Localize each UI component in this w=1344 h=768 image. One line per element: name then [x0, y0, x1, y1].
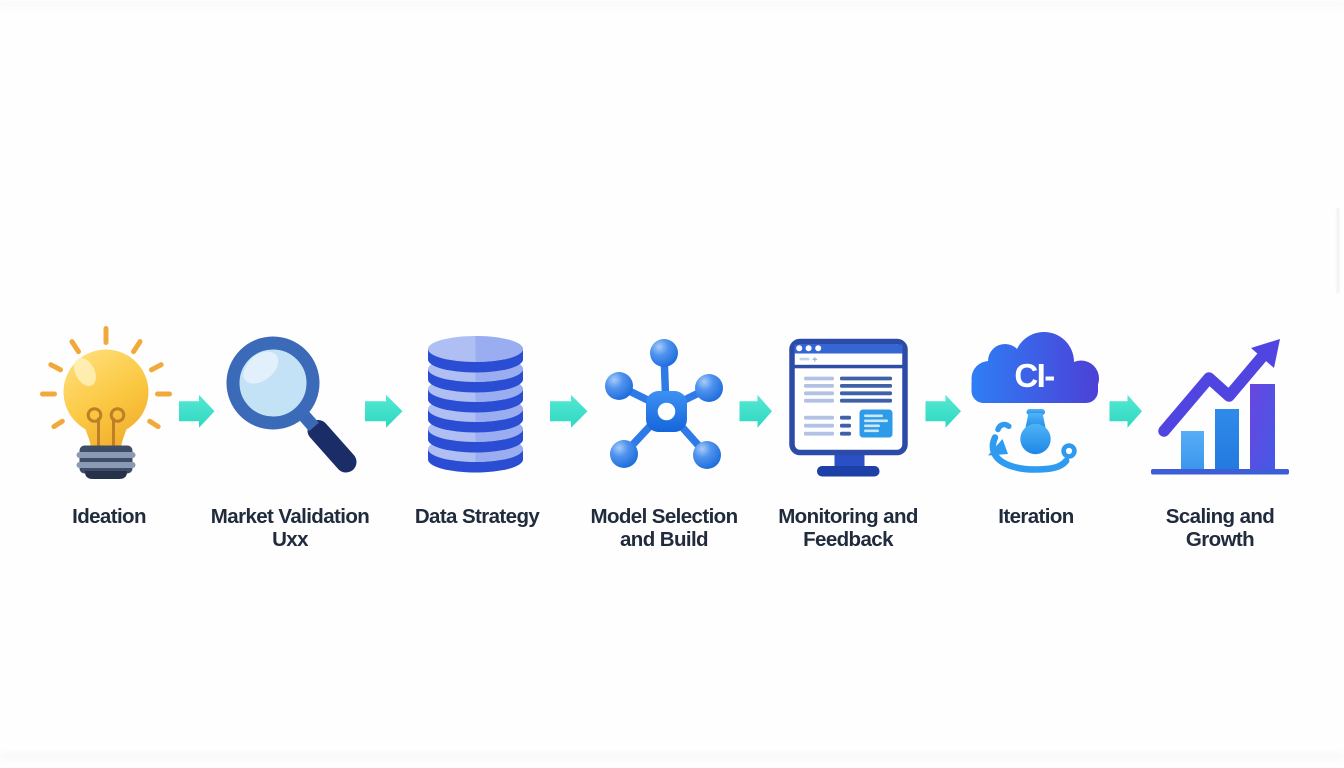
- svg-text:Data Strategy: Data Strategy: [415, 505, 541, 528]
- svg-text:Growth: Growth: [1186, 528, 1254, 551]
- svg-text:Feedback: Feedback: [803, 528, 894, 551]
- svg-text:Monitoring and: Monitoring and: [778, 505, 918, 528]
- svg-text:Iteration: Iteration: [998, 505, 1074, 528]
- svg-text:Model Selection: Model Selection: [590, 505, 737, 528]
- svg-text:Market Validation: Market Validation: [211, 505, 369, 528]
- svg-text:Scaling and: Scaling and: [1166, 505, 1275, 528]
- svg-text:CI-: CI-: [1014, 357, 1054, 394]
- svg-text:Ideation: Ideation: [72, 505, 146, 528]
- svg-text:Uxx: Uxx: [272, 528, 309, 551]
- svg-text:and Build: and Build: [620, 528, 708, 551]
